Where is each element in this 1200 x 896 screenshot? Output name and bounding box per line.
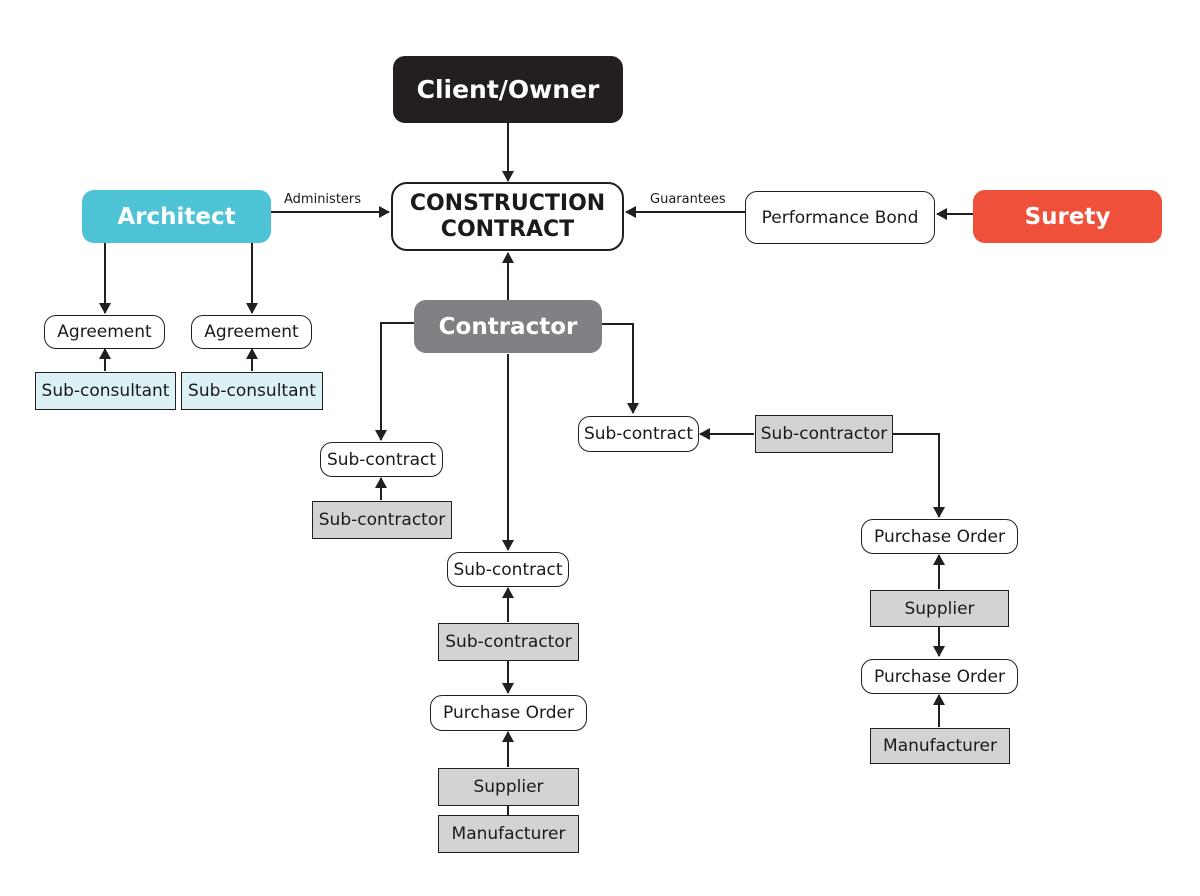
sub-consultant-1-node: Sub-consultant bbox=[35, 372, 176, 410]
agreement-2-node: Agreement bbox=[191, 315, 312, 349]
center-manufacturer-node: Manufacturer bbox=[438, 815, 579, 853]
contractor-node: Contractor bbox=[414, 300, 602, 353]
guarantees-label: Guarantees bbox=[650, 192, 726, 207]
sub-consultant-2-node: Sub-consultant bbox=[181, 372, 323, 410]
right-purchase-order-2-node: Purchase Order bbox=[861, 659, 1018, 694]
architect-node: Architect bbox=[82, 190, 271, 243]
contract-title-line-1: CONSTRUCTION bbox=[409, 190, 606, 216]
right-sub-contract-node: Sub-contract bbox=[578, 416, 699, 452]
right-subcontractor-to-po-arrow bbox=[892, 433, 945, 518]
surety-node: Surety bbox=[973, 190, 1162, 243]
contract-title-line-2: CONTRACT bbox=[440, 216, 575, 242]
performance-bond-node: Performance Bond bbox=[745, 191, 935, 244]
right-manufacturer-node: Manufacturer bbox=[870, 728, 1010, 764]
contractor-to-right-subcontract-arrow bbox=[601, 323, 639, 414]
agreement-1-node: Agreement bbox=[44, 315, 165, 349]
left-sub-contractor-node: Sub-contractor bbox=[312, 501, 452, 539]
right-purchase-order-1-node: Purchase Order bbox=[861, 519, 1018, 554]
client-owner-node: Client/Owner bbox=[393, 56, 623, 123]
center-supplier-node: Supplier bbox=[438, 768, 579, 806]
right-supplier-node: Supplier bbox=[870, 590, 1009, 627]
right-sub-contractor-node: Sub-contractor bbox=[755, 415, 893, 453]
administers-label: Administers bbox=[284, 192, 362, 207]
center-purchase-order-node: Purchase Order bbox=[430, 695, 587, 731]
center-sub-contract-node: Sub-contract bbox=[447, 552, 569, 587]
contractor-to-left-subcontract-arrow bbox=[375, 322, 414, 441]
center-sub-contractor-node: Sub-contractor bbox=[438, 623, 579, 661]
construction-contract-node: CONSTRUCTION CONTRACT bbox=[391, 182, 624, 251]
left-sub-contract-node: Sub-contract bbox=[320, 442, 443, 477]
